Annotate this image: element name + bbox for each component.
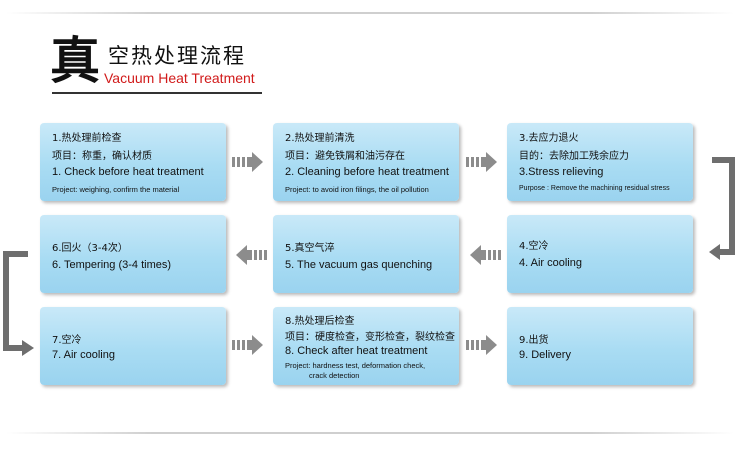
step-1-subtitle: 项目：称重，确认材质 [52,151,152,162]
arrow-right-icon [466,335,497,355]
step-2-english: 2. Cleaning before heat treatment [285,166,449,178]
step-4-english: 4. Air cooling [519,257,582,269]
arrow-left-icon [236,245,267,265]
connector-right-icon [709,157,735,260]
step-6-english: 6. Tempering (3-4 times) [52,259,172,271]
arrow-right-icon [232,152,263,172]
step-3-box: 3.去应力退火 目的：去除加工残余应力 3.Stress relieving P… [507,123,693,201]
step-2-box: 2.热处理前清洗 项目：避免铁屑和油污存在 2. Cleaning before… [273,123,459,201]
step-8-title: 8.热处理后检查 [285,316,355,327]
step-6-title: 6.回火（3-4次） [52,243,128,254]
step-1-box: 1.热处理前检查 项目：称重，确认材质 1. Check before heat… [40,123,226,201]
title-underline [52,92,262,94]
step-8-project-line2: crack detection [309,371,360,380]
step-3-title: 3.去应力退火 [519,133,579,144]
step-5-english: 5. The vacuum gas quenching [285,259,433,271]
step-7-title: 7.空冷 [52,335,82,346]
step-3-subtitle: 目的：去除加工残余应力 [519,151,629,162]
title-chinese: 空热处理流程 [108,44,246,68]
step-8-subtitle: 项目：硬度检查，变形检查，裂纹检查 [285,332,455,343]
connector-left-icon [3,251,34,356]
step-7-box: 7.空冷 7. Air cooling [40,307,226,385]
title-english: Vacuum Heat Treatment [104,70,255,86]
bottom-divider [6,432,734,434]
step-1-english: 1. Check before heat treatment [52,166,204,178]
step-1-title: 1.热处理前检查 [52,133,122,144]
top-divider [6,12,734,14]
step-1-project: Project: weighing, confirm the material [52,185,180,194]
step-3-purpose: Purpose : Remove the machining residual … [519,185,670,192]
step-4-box: 4.空冷 4. Air cooling [507,215,693,293]
title-big-char: 真 [50,31,100,90]
step-8-project: Project: hardness test, deformation chec… [285,361,426,370]
step-2-subtitle: 项目：避免铁屑和油污存在 [285,151,405,162]
step-3-english: 3.Stress relieving [519,166,604,178]
step-9-english: 9. Delivery [519,349,571,361]
arrow-right-icon [466,152,497,172]
step-6-box: 6.回火（3-4次） 6. Tempering (3-4 times) [40,215,226,293]
step-8-english: 8. Check after heat treatment [285,345,428,357]
step-4-title: 4.空冷 [519,241,549,252]
step-7-english: 7. Air cooling [52,349,115,361]
arrow-left-icon [470,245,501,265]
step-2-title: 2.热处理前清洗 [285,133,355,144]
step-5-box: 5.真空气淬 5. The vacuum gas quenching [273,215,459,293]
step-9-title: 9.出货 [519,335,549,346]
step-2-project: Project: to avoid iron filings, the oil … [285,185,429,194]
step-8-box: 8.热处理后检查 项目：硬度检查，变形检查，裂纹检查 8. Check afte… [273,307,459,385]
step-9-box: 9.出货 9. Delivery [507,307,693,385]
step-5-title: 5.真空气淬 [285,243,335,254]
arrow-right-icon [232,335,263,355]
